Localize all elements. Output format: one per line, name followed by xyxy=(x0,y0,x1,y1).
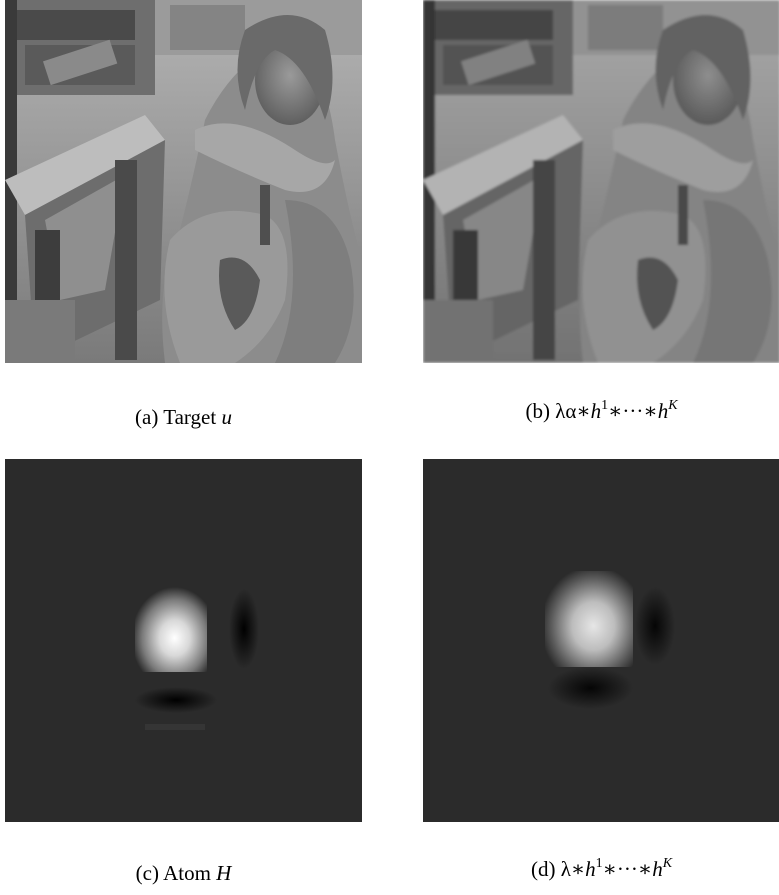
caption-atom: (c) Atom H xyxy=(135,861,232,885)
reconstruction-image xyxy=(423,0,779,363)
approximation-kernel-icon xyxy=(423,459,779,822)
atom-image xyxy=(5,459,362,822)
reconstruction-photo-icon xyxy=(423,0,779,363)
caption-approximation: (d) λ∗h1∗···∗hK xyxy=(530,856,673,882)
caption-reconstruction: (b) λα∗h1∗···∗hK xyxy=(525,398,678,424)
caption-target: (a) Target u xyxy=(135,405,232,429)
target-image xyxy=(5,0,362,363)
target-photo-icon xyxy=(5,0,362,363)
atom-kernel-icon xyxy=(5,459,362,822)
approximation-image xyxy=(423,459,779,822)
